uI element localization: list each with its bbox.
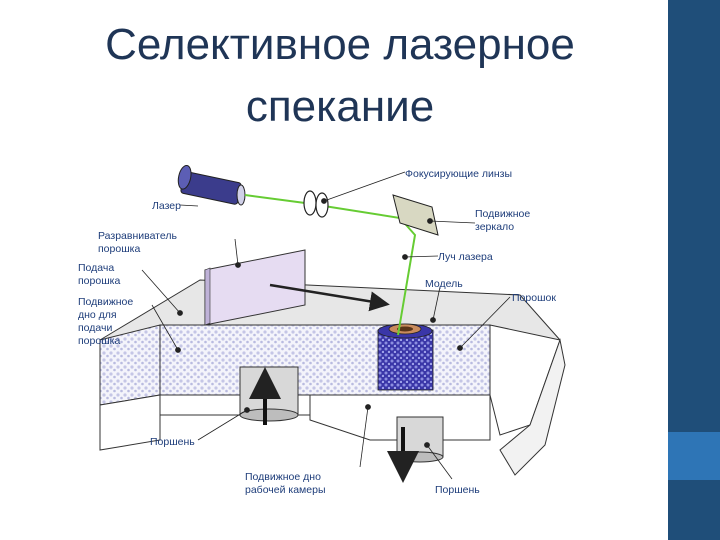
label-feed-bottom-4: порошка	[78, 335, 120, 347]
label-moving-mirror-1: Подвижное	[475, 208, 530, 220]
label-model: Модель	[425, 278, 463, 290]
sls-diagram: Лазер Фокусирующие линзы Подвижное зерка…	[78, 164, 566, 496]
label-focusing-lenses: Фокусирующие линзы	[405, 168, 512, 180]
model-part	[377, 323, 434, 391]
sidebar-divider	[666, 0, 668, 540]
piston-right	[387, 416, 444, 483]
sidebar-bottom-block	[668, 482, 720, 540]
label-work-bottom-2: рабочей камеры	[245, 484, 326, 496]
title-line-1: Селективное лазерное	[105, 20, 575, 69]
sidebar-decoration	[666, 0, 720, 540]
label-laser-beam: Луч лазера	[438, 251, 493, 263]
label-moving-mirror-2: зеркало	[475, 221, 514, 233]
label-leveler-1: Разравниватель	[98, 230, 177, 242]
sidebar-accent-block	[668, 432, 720, 480]
leader-lines	[141, 171, 511, 480]
label-feed-bottom-2: дно для	[78, 309, 117, 321]
label-feed-bottom-1: Подвижное	[78, 296, 133, 308]
slide-title: Селективное лазерное спекание	[40, 14, 640, 138]
label-powder: Порошок	[512, 292, 556, 304]
label-piston-right: Поршень	[435, 484, 480, 496]
title-line-2: спекание	[245, 82, 435, 131]
moving-mirror	[392, 194, 439, 236]
label-work-bottom-1: Подвижное дно	[245, 471, 321, 483]
laser-source	[177, 164, 246, 206]
label-feed-1: Подача	[78, 262, 114, 274]
label-feed-bottom-3: подачи	[78, 322, 113, 334]
piston-left	[239, 366, 299, 425]
label-piston-left: Поршень	[150, 436, 195, 448]
label-leveler-2: порошка	[98, 243, 140, 255]
powder-bed	[159, 324, 491, 396]
label-feed-2: порошка	[78, 275, 120, 287]
focusing-lenses	[303, 190, 329, 218]
leveling-arrow	[269, 283, 390, 312]
label-laser: Лазер	[152, 200, 181, 212]
